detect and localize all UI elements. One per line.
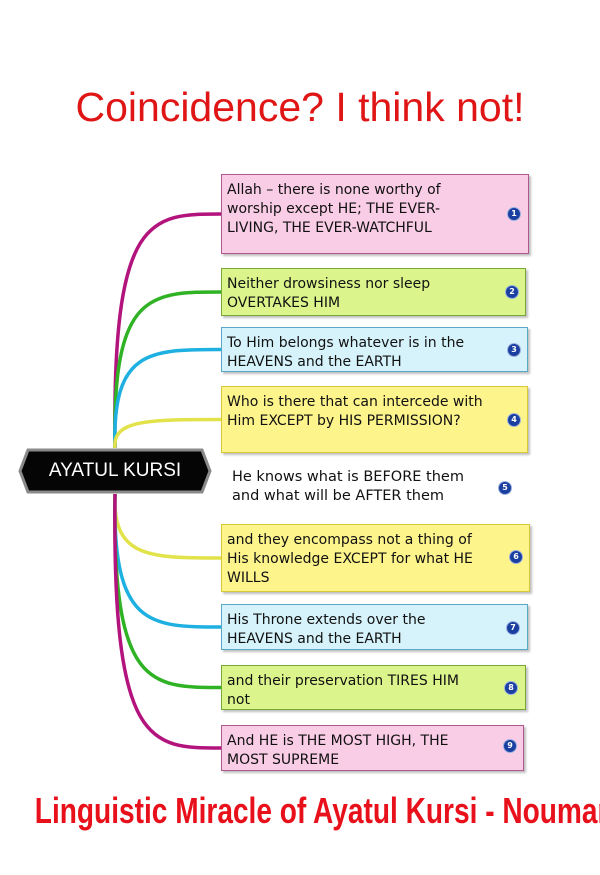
branch-text: He knows what is BEFORE them and what wi… [232,469,464,504]
branch-box-5: He knows what is BEFORE them and what wi… [221,462,521,512]
center-node-label: AYATUL KURSI [48,460,182,481]
number-badge: 1 [508,208,520,220]
branch-box-1: Allah – there is none worthy of worship … [221,174,529,254]
number-badge: 2 [506,286,518,298]
page-title: Coincidence? I think not! [75,84,525,130]
branch-text: His Throne extends over the HEAVENS and … [227,612,426,647]
branch-box-9: And HE is THE MOST HIGH, THE MOST SUPREM… [221,725,524,771]
branch-text: Neither drowsiness nor sleep OVERTAKES H… [227,276,431,311]
branch-text: and their preservation TIRES HIM not [227,673,459,708]
branch-text: And HE is THE MOST HIGH, THE MOST SUPREM… [227,733,449,768]
number-badge: 5 [499,482,511,494]
branch-link-6 [113,493,222,560]
branch-box-8: and their preservation TIRES HIM not [221,665,526,710]
branch-link-3 [113,347,222,449]
branch-box-7: His Throne extends over the HEAVENS and … [221,604,528,650]
number-badge: 7 [507,622,519,634]
number-badge: 3 [508,344,520,356]
number-badge: 4 [508,414,520,426]
branch-box-3: To Him belongs whatever is in the HEAVEN… [221,327,528,372]
branch-text: and they encompass not a thing of His kn… [227,532,473,586]
number-badge: 6 [510,551,522,563]
branch-link-9 [113,493,222,750]
number-badge: 9 [504,740,516,752]
footer-caption: Linguistic Miracle of Ayatul Kursi - Nou… [34,790,600,831]
branch-link-7 [113,493,222,629]
branch-link-8 [113,493,222,690]
branch-box-4: Who is there that can intercede with Him… [221,386,528,453]
center-node: AYATUL KURSI [18,448,212,494]
branch-box-2: Neither drowsiness nor sleep OVERTAKES H… [221,268,526,316]
branch-text: To Him belongs whatever is in the HEAVEN… [227,335,465,370]
branch-text: Allah – there is none worthy of worship … [227,182,441,236]
branch-link-1 [113,212,222,449]
branch-text: Who is there that can intercede with Him… [227,394,483,429]
branch-link-2 [113,290,222,449]
branch-box-6: and they encompass not a thing of His kn… [221,524,530,592]
hexagon-shape [18,448,212,494]
branch-link-4 [113,417,222,449]
number-badge: 8 [505,682,517,694]
